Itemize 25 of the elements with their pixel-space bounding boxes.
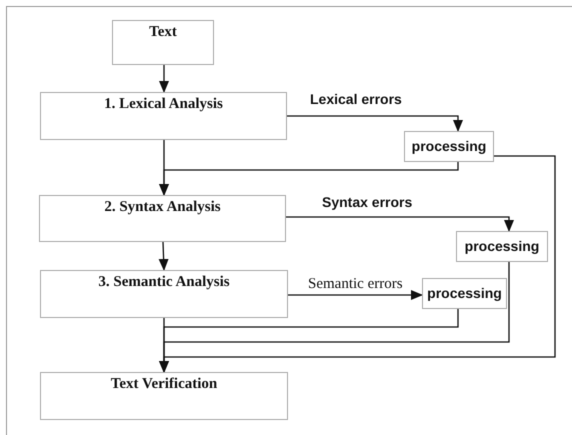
process-box	[40, 372, 288, 420]
process-box	[39, 195, 286, 242]
arrow	[159, 162, 459, 196]
box-label: 2. Syntax Analysis	[104, 198, 221, 216]
arrow	[287, 115, 463, 132]
arrow	[286, 216, 514, 232]
box-label: Text	[149, 23, 177, 41]
process-box	[404, 131, 494, 162]
box-label: 1. Lexical Analysis	[104, 95, 223, 113]
box-label: 3. Semantic Analysis	[98, 273, 230, 291]
arrow	[159, 318, 169, 373]
box-label: Text Verification	[110, 375, 218, 393]
edge-label: Lexical errors	[310, 92, 402, 108]
process-box	[456, 231, 548, 262]
box-label: processing	[427, 285, 502, 302]
arrow	[159, 65, 169, 93]
process-box	[40, 92, 287, 140]
box-label: processing	[464, 238, 540, 255]
edge-label: Syntax errors	[322, 195, 412, 210]
arrow	[158, 242, 169, 271]
box-label: processing	[412, 138, 486, 155]
process-box	[40, 270, 288, 318]
process-box	[422, 278, 507, 309]
process-box	[112, 20, 214, 65]
arrow	[288, 290, 423, 300]
